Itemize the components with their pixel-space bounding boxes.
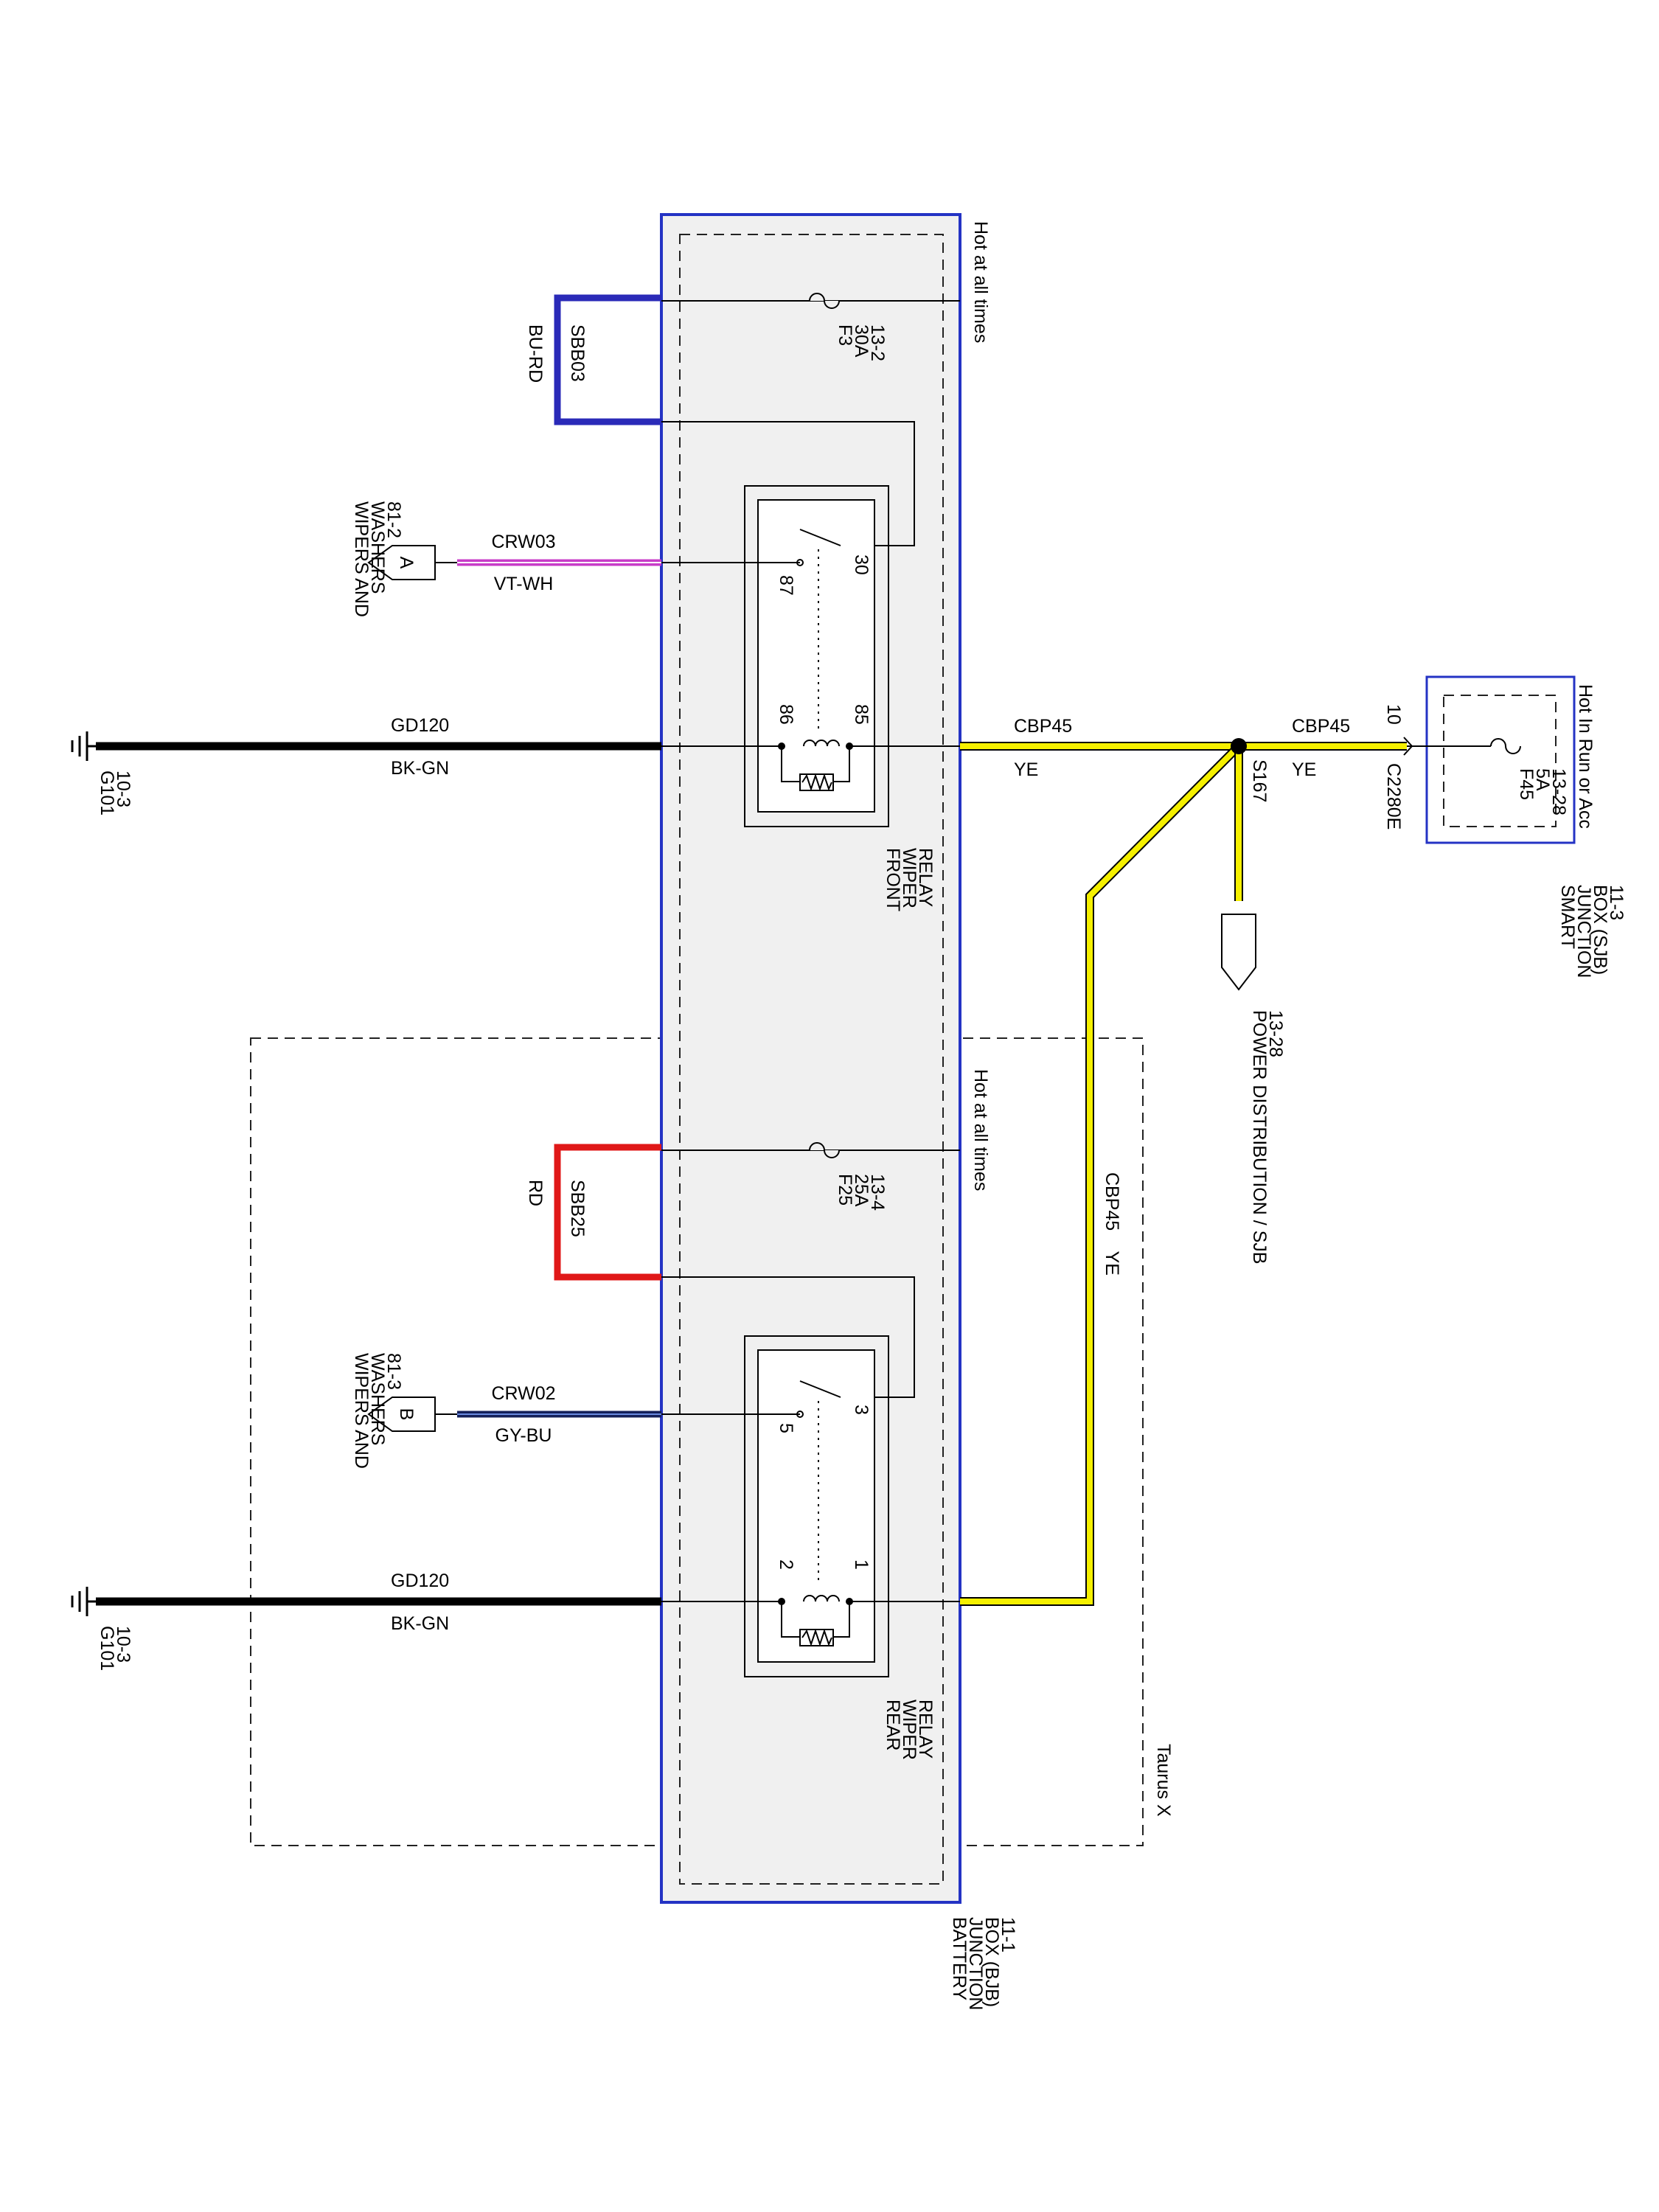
hot-at-all-times-1: Hot at all times (970, 221, 991, 343)
sjb-inner-boundary (1443, 695, 1557, 827)
wipers-label-b: WIPERS AND WASHERS 81-3 (351, 1353, 404, 1474)
cbp45-label-2: CBP45 (1292, 716, 1350, 737)
pin-10-label: 10 (1383, 704, 1404, 725)
smart-junction-box (1425, 675, 1576, 844)
sjb-label: SMART JUNCTION BOX (SJB) 11-3 (1557, 885, 1627, 983)
connector-b-letter: B (396, 1408, 417, 1421)
rear-relay-winding (803, 1595, 840, 1602)
pin-30: 30 (851, 554, 872, 575)
ye-label-2: YE (1292, 759, 1316, 780)
f25-label: F25 25A 13-4 (835, 1174, 888, 1211)
pin-1: 1 (851, 1559, 872, 1570)
c2280e-label: C2280E (1383, 763, 1404, 830)
front-relay-winding (803, 740, 840, 747)
pin-85: 85 (851, 704, 872, 725)
bjb-label: BATTERY JUNCTION BOX (BJB) 11-1 (949, 1917, 1018, 2015)
front-relay-inner (757, 499, 875, 813)
battery-junction-box (660, 213, 961, 1904)
pin-5: 5 (776, 1423, 796, 1433)
vt-wh-label: VT-WH (494, 574, 554, 594)
rear-relay-inner (757, 1349, 875, 1663)
gy-bu-label: GY-BU (495, 1425, 552, 1446)
rear-relay-feed (661, 1276, 915, 1398)
c2280e-connector (1403, 737, 1413, 756)
bjb-inner-boundary (679, 234, 944, 1885)
pin-3: 3 (851, 1405, 872, 1415)
gd120-label-1: GD120 (391, 715, 449, 736)
s167-splice (1231, 738, 1247, 754)
connector-a-letter: A (396, 557, 417, 569)
hot-in-run-label: Hot In Run or Acc (1575, 684, 1596, 829)
bk-gn-label-1: BK-GN (391, 758, 449, 779)
rear-relay-label: REAR WIPER RELAY (883, 1700, 936, 1765)
cbp45-label-1: CBP45 (1014, 716, 1072, 737)
crw03-label: CRW03 (491, 532, 555, 552)
power-distribution-arrow (1221, 914, 1256, 991)
sbb03-wire (554, 294, 661, 425)
s167-label: S167 (1249, 759, 1270, 802)
wipers-label-a: WIPERS AND WASHERS 81-2 (351, 501, 404, 622)
g101-label-2: G101 10-3 (97, 1626, 133, 1676)
rear-relay-diode (801, 1628, 832, 1647)
cbp45-wires (960, 742, 1407, 1606)
front-relay-label: FRONT WIPER RELAY (883, 848, 936, 917)
f3-fuse-symbol (809, 293, 840, 309)
cbp45-ye-vertical-label: CBP45 YE (1102, 1172, 1122, 1276)
taurus-x-label: Taurus X (1153, 1744, 1174, 1817)
sbb25-wire (554, 1144, 661, 1281)
f45-label: F45 5A 13-28 (1516, 768, 1569, 815)
rear-wiper-relay (744, 1335, 889, 1677)
f3-label: F3 30A 13-2 (835, 324, 888, 361)
connector-a (367, 545, 436, 580)
g101-label-1: G101 10-3 (97, 771, 133, 821)
bk-gn-label-2: BK-GN (391, 1613, 449, 1634)
rear-relay-switch (799, 1380, 841, 1398)
sbb03-label: SBB03 (567, 324, 588, 382)
pin-87: 87 (776, 575, 796, 596)
crw02-label: CRW02 (491, 1383, 555, 1404)
gd120-label-2: GD120 (391, 1571, 449, 1591)
front-relay-switch (799, 529, 841, 546)
front-relay-feed (661, 421, 915, 546)
sbb25-label: SBB25 (567, 1180, 588, 1237)
connector-b (367, 1397, 436, 1432)
pin-86: 86 (776, 704, 796, 725)
ye-label-1: YE (1014, 759, 1038, 780)
front-wiper-relay (744, 485, 889, 827)
hot-at-all-times-2: Hot at all times (970, 1069, 991, 1191)
power-distribution-label: POWER DISTRIBUTION / SJB 13-28 (1249, 1010, 1286, 1269)
bu-rd-label: BU-RD (525, 324, 546, 383)
f45-fuse-symbol (1490, 738, 1521, 754)
rd-label: RD (525, 1180, 546, 1206)
f25-fuse-symbol (809, 1142, 840, 1158)
pin-2: 2 (776, 1559, 796, 1570)
front-relay-diode (801, 773, 832, 792)
